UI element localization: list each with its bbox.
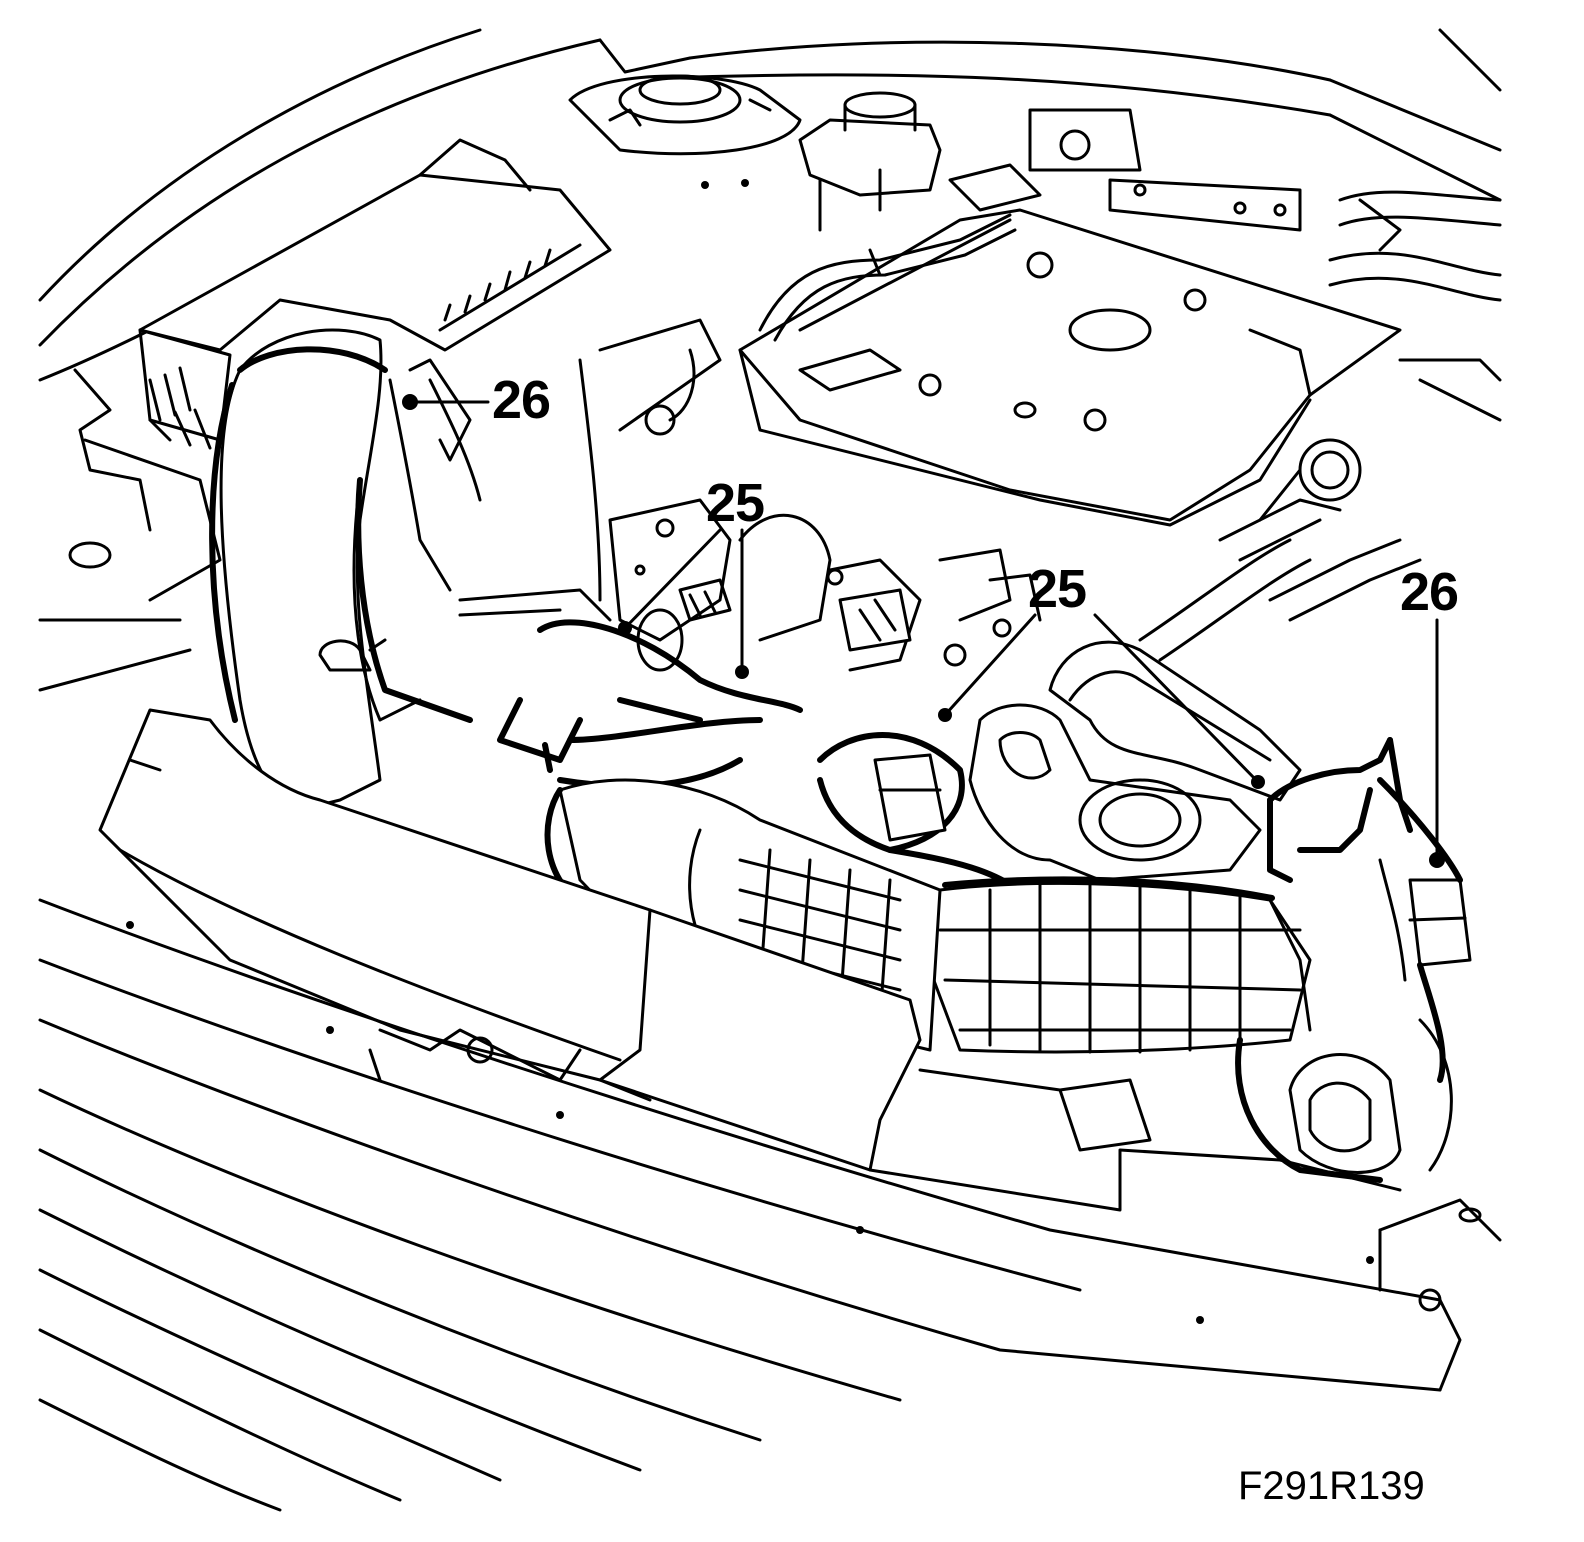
callout-label-25-right: 25 xyxy=(1028,559,1087,619)
radiator-support xyxy=(38,898,1502,1512)
engine-cover xyxy=(738,208,1402,527)
callout-label-25-center: 25 xyxy=(706,473,765,533)
front-cover-panel xyxy=(98,708,922,1172)
brake-reservoir xyxy=(798,91,942,232)
throttle-area xyxy=(598,318,1042,672)
strut-tower-left xyxy=(568,74,802,189)
right-harness xyxy=(1267,737,1472,1083)
bottom-pipe xyxy=(918,1018,1453,1183)
right-hoses xyxy=(1328,190,1502,422)
lower-left-bracket xyxy=(368,564,652,1102)
figure-id: F291R139 xyxy=(1238,1464,1425,1508)
callout-label-26-right: 26 xyxy=(1400,562,1459,622)
left-fender xyxy=(38,328,232,692)
intake-bellows xyxy=(928,876,1312,1054)
leader-line-25-a1 xyxy=(623,528,722,630)
firewall-brackets xyxy=(948,108,1302,232)
intake-duct xyxy=(209,328,473,812)
callout-label-26-left: 26 xyxy=(492,370,551,430)
leader-lines xyxy=(402,394,1445,868)
leader-line-25-b2 xyxy=(1093,613,1260,784)
hood-outline xyxy=(38,28,1502,347)
turbo-housing xyxy=(968,703,1262,882)
airbox xyxy=(138,138,612,422)
vacuum-line xyxy=(758,213,1017,342)
left-middle-components xyxy=(318,358,612,672)
leader-line-25-b1 xyxy=(943,613,1037,717)
